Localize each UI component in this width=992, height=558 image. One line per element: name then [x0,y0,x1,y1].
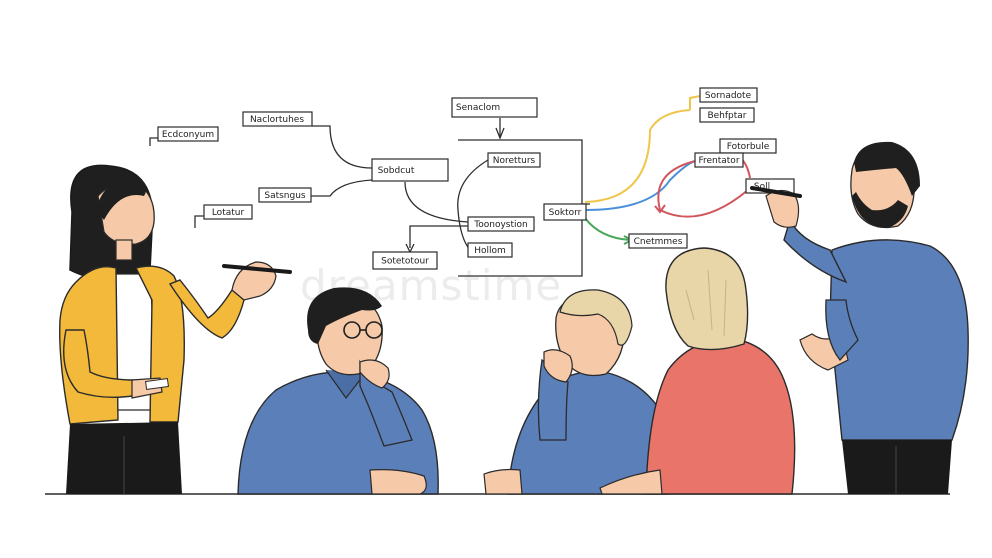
connector-yellow [689,95,701,110]
node-label: Soktorr [549,208,582,218]
diagram-node-lotatur: Lotatur [203,204,253,220]
connector [310,179,373,197]
node-label: Hollom [474,246,506,256]
hand-on-table [369,469,427,495]
hand-on-table [599,469,663,495]
hand-on-chin [359,359,390,389]
connector [312,125,373,169]
node-label: Lotatur [212,208,245,218]
connector-red [657,159,749,218]
node-label: Frentator [698,156,739,166]
note-card [144,377,170,391]
woman-yellow-cardigan-figure [59,164,292,494]
man-glasses-seated-figure [237,287,439,495]
diagram-node-ecdconyum: Ecdconyum [157,126,219,142]
diagram-node-soktorr: Soktorr [543,203,587,221]
diagram-node-sobdcut: Sobdcut [371,158,449,182]
diagram-node-toonoystion: Toonoystion [467,216,535,232]
node-label: Sornadote [705,91,752,101]
diagram-node-cnetmmes: Cnetmmes [628,233,688,249]
node-label: Ecdconyum [162,130,214,140]
diagram-node-noretturs: Noretturs [487,152,541,168]
blonde-man-seated-figure [483,289,669,495]
node-label: Naclortuhes [250,115,304,125]
diagram-node-sotetotour: Sotetotour [372,251,438,270]
diagram-node-senaclom: Senaclom [451,97,538,118]
diagram-node-naclortuhes: Naclortuhes [242,111,313,127]
connector [404,181,469,223]
hand-on-table [483,468,523,495]
bearded-man-writing-figure [750,141,969,494]
blonde-woman-back-figure [599,247,796,495]
arrow-head [495,127,505,140]
marker-pen [222,264,292,274]
node-label: Noretturs [493,156,536,166]
beard [852,192,908,228]
raised-arm [783,218,848,284]
node-label: Soll [754,182,770,192]
diagram-node-behfptar: Behfptar [699,107,755,123]
hair-bangs [96,177,147,220]
blonde-hair [665,247,749,351]
shirt-collar [325,369,367,400]
connector-yellow [584,109,691,203]
diagram-connectors [149,95,751,277]
hair-strands [685,269,727,337]
arrow-head [654,204,666,214]
node-label: Fotorbule [727,142,770,152]
node-label: Sotetotour [381,257,429,267]
pants [842,440,952,494]
marker-pen [750,186,802,198]
diagram-node-satsngus: Satsngus [258,187,312,203]
diagram-node-sornadote: Sornadote [699,87,758,103]
neck [115,239,133,261]
hair [559,289,633,346]
connector [457,159,489,251]
connector [409,225,468,248]
lower-arm [825,299,859,362]
connector-green [584,217,631,241]
diagram-node-hollom: Hollom [467,242,513,258]
diagram-node-fotorbule: Fotorbule [719,138,777,154]
node-label: Sobdcut [378,166,415,176]
diagram-node-frentator: Frentator [694,152,744,168]
node-label: Satsngus [264,191,306,201]
hand-on-chin [543,349,573,383]
node-label: Toonoystion [473,220,527,230]
blue-shirt [829,239,969,441]
node-label: Senaclom [456,103,500,113]
hair [854,141,920,196]
writing-hand [765,189,800,228]
hair [307,287,382,344]
coral-shirt [645,337,796,495]
node-label: Cnetmmes [634,237,683,247]
node-label: Behfptar [707,111,746,121]
